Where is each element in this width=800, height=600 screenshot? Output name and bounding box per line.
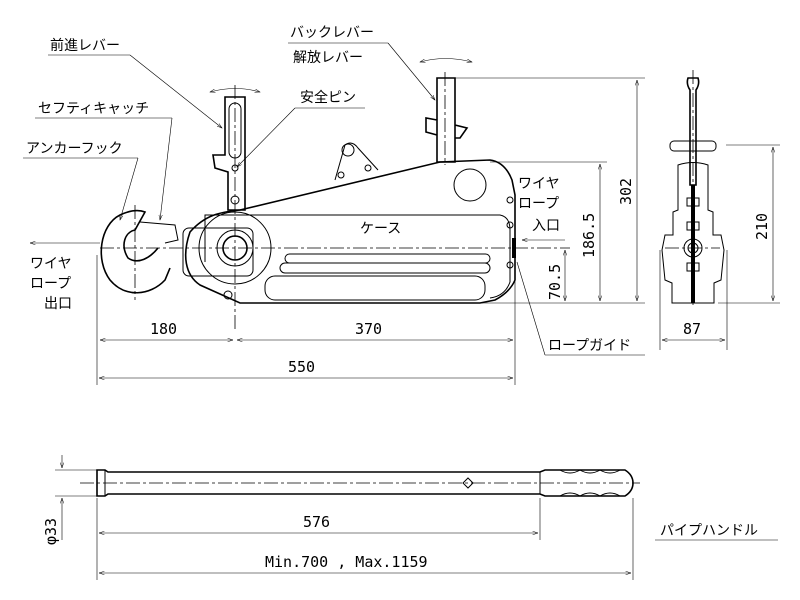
dim-handle-range: Min.700 , Max.1159 bbox=[265, 553, 428, 571]
bracket-bolt bbox=[364, 164, 372, 172]
rope-outlet-label-2: ロープ bbox=[30, 276, 71, 292]
case-inner bbox=[204, 214, 511, 299]
anchor-hook-label: アンカーフック bbox=[26, 141, 123, 157]
pipe-pin bbox=[462, 477, 474, 489]
safety-catch bbox=[139, 221, 179, 244]
case-body bbox=[184, 159, 516, 304]
case-bolt bbox=[506, 221, 514, 229]
rope-guide-label: ロープガイド bbox=[548, 338, 631, 354]
front-dimensions: 180 370 550 302 186.5 70.5 bbox=[96, 77, 645, 385]
dim-rope-height: 70.5 bbox=[546, 264, 564, 300]
side-drum-pin bbox=[687, 242, 699, 254]
dim-width: 87 bbox=[683, 320, 701, 338]
back-lever-swing-arrow bbox=[420, 58, 472, 63]
pipe-handle-view: φ33 576 Min.700 , Max.1159 パイプハンドル bbox=[42, 455, 778, 580]
side-drum bbox=[683, 238, 703, 258]
front-view bbox=[30, 58, 570, 330]
case-label: ケース bbox=[360, 221, 401, 237]
rope-guide bbox=[512, 238, 516, 258]
side-view: 210 87 bbox=[659, 70, 780, 350]
drum-outer bbox=[198, 211, 272, 285]
safety-catch-label: セフティキャッチ bbox=[38, 101, 149, 117]
forward-lever-label: 前進レバー bbox=[50, 37, 120, 54]
rope-inlet-label-3: 入口 bbox=[532, 218, 560, 234]
dim-overall-length: 550 bbox=[288, 358, 315, 376]
safety-pin-label: 安全ピン bbox=[300, 89, 356, 106]
case-hole bbox=[453, 168, 487, 202]
case-bolt bbox=[506, 196, 514, 204]
rope-outlet-label-3: 出口 bbox=[44, 296, 72, 312]
case-slot-2 bbox=[279, 262, 491, 274]
case-bolt bbox=[223, 290, 233, 300]
bracket-hole bbox=[341, 143, 355, 157]
safety-pin-hole bbox=[231, 164, 239, 172]
side-bolt bbox=[686, 262, 700, 272]
forward-lever-swing-arrow bbox=[210, 88, 260, 93]
dim-hook-to-drum: 180 bbox=[150, 320, 177, 338]
pipe-handle-label: パイプハンドル bbox=[660, 523, 758, 539]
forward-lever bbox=[212, 96, 246, 211]
side-lever bbox=[686, 77, 700, 186]
dim-case-height: 186.5 bbox=[580, 213, 598, 258]
drum-pin bbox=[222, 235, 248, 261]
hook-link bbox=[182, 227, 254, 277]
release-lever-label: 解放レバー bbox=[293, 50, 363, 66]
side-bolt bbox=[686, 221, 700, 231]
dim-side-height: 210 bbox=[753, 213, 771, 240]
side-body bbox=[661, 162, 725, 304]
bracket-bolt bbox=[337, 171, 345, 179]
rope-outlet-label-1: ワイヤ bbox=[30, 256, 72, 272]
side-rope bbox=[691, 185, 695, 303]
side-bolt bbox=[686, 197, 700, 207]
dim-drum-to-guide: 370 bbox=[355, 320, 382, 338]
case-bracket bbox=[334, 142, 379, 181]
dim-pipe-diameter: φ33 bbox=[42, 518, 60, 545]
case-bolt bbox=[506, 261, 514, 269]
case-slot-3 bbox=[264, 275, 486, 301]
dim-overall-height: 302 bbox=[617, 178, 635, 205]
callouts: 前進レバー セフティキャッチ アンカーフック バックレバー 解放レバー 安全ピン… bbox=[23, 25, 645, 356]
lever-slot bbox=[228, 102, 242, 159]
rope-inlet-label-2: ロープ bbox=[518, 196, 559, 212]
back-lever bbox=[425, 77, 469, 163]
pipe-handle bbox=[96, 469, 634, 497]
anchor-hook bbox=[100, 209, 171, 294]
grip bbox=[559, 469, 621, 497]
side-t-bar bbox=[669, 140, 717, 152]
rope-inlet-label-1: ワイヤ bbox=[518, 176, 560, 192]
lever-hole bbox=[230, 195, 240, 205]
case-slot-1 bbox=[284, 253, 491, 264]
dim-pipe-length: 576 bbox=[303, 513, 330, 531]
back-lever-label: バックレバー bbox=[290, 25, 374, 41]
